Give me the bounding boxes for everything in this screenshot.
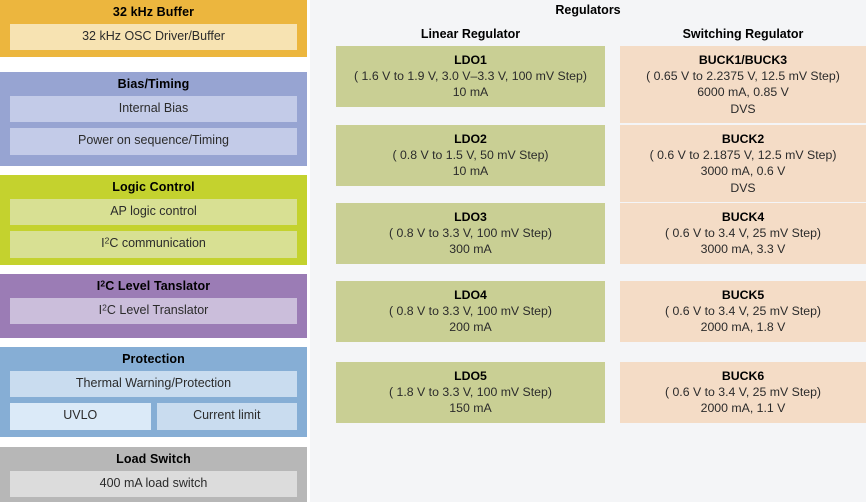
regulator-box-ldo1[interactable]: LDO1 ( 1.6 V to 1.9 V, 3.0 V–3.3 V, 100 m… [336,46,605,107]
regulator-spec-line: 6000 mA, 0.85 V [697,85,789,100]
block-item[interactable]: Current limit [156,403,297,430]
regulator-spec-line: 200 mA [449,320,492,335]
block-32khz-buffer: 32 kHz Buffer 32 kHz OSC Driver/Buffer [0,0,307,57]
superscript-two: 2 [100,278,106,289]
regulator-spec-line: 300 mA [449,242,492,257]
regulator-spec-line: ( 0.6 V to 3.4 V, 25 mV Step) [664,385,822,400]
regulator-name: LDO3 [454,210,487,224]
regulator-name: BUCK2 [721,132,765,146]
block-row: Internal Bias [10,95,297,123]
regulator-box-buck2[interactable]: BUCK2 ( 0.6 V to 2.1875 V, 12.5 mV Step)3… [620,125,866,202]
superscript-two: 2 [102,301,107,312]
regulator-name: LDO1 [454,53,487,67]
block-item[interactable]: I2C Level Translator [10,297,297,325]
regulator-box-ldo4[interactable]: LDO4 ( 0.8 V to 3.3 V, 100 mV Step)200 mA [336,281,605,342]
regulator-spec-line: ( 0.6 V to 3.4 V, 25 mV Step) [664,226,822,241]
regulator-spec-line: ( 0.6 V to 3.4 V, 25 mV Step) [664,304,822,319]
regulator-box-buck6[interactable]: BUCK6 ( 0.6 V to 3.4 V, 25 mV Step)2000 m… [620,362,866,423]
regulator-spec-line: ( 1.6 V to 1.9 V, 3.0 V–3.3 V, 100 mV St… [354,69,587,84]
regulator-spec-line: 10 mA [452,164,489,179]
regulator-spec-line: ( 0.6 V to 2.1875 V, 12.5 mV Step) [649,148,837,163]
regulator-spec-line: DVS [730,101,756,116]
regulator-box-ldo3[interactable]: LDO3 ( 0.8 V to 3.3 V, 100 mV Step)300 mA [336,203,605,264]
regulator-spec-line: DVS [730,180,756,195]
block-row: I2C communication [10,231,297,258]
regulator-name: BUCK4 [721,210,765,224]
regulator-spec-line: ( 0.8 V to 3.3 V, 100 mV Step) [389,304,552,319]
block-item[interactable]: Thermal Warning/Protection [10,370,297,398]
block-item[interactable]: 400 mA load switch [10,470,297,498]
superscript-two: 2 [104,235,110,246]
block-title-bias-timing: Bias/Timing [117,77,190,91]
regulator-spec-line: ( 0.65 V to 2.2375 V, 12.5 mV Step) [646,69,840,84]
block-title-load-switch: Load Switch [116,452,191,466]
block-item[interactable]: 32 kHz OSC Driver/Buffer [10,23,297,51]
block-row: 32 kHz OSC Driver/Buffer [10,23,297,51]
block-title-protection: Protection [122,352,185,366]
regulator-spec-line: 10 mA [452,85,489,100]
regulator-box-buck4[interactable]: BUCK4 ( 0.6 V to 3.4 V, 25 mV Step)3000 m… [620,203,866,264]
regulator-name: LDO5 [454,369,487,383]
regulator-spec-line: ( 0.8 V to 1.5 V, 50 mV Step) [392,148,549,163]
block-row: 400 mA load switch [10,470,297,498]
regulators-title: Regulators [555,3,621,17]
block-item[interactable]: Power on sequence/Timing [10,128,297,155]
regulator-spec-line: ( 1.8 V to 3.3 V, 100 mV Step) [389,385,552,400]
block-row: I2C Level Translator [10,297,297,325]
switching-regulator-header: Switching Regulator [682,27,804,41]
block-load-switch: Load Switch 400 mA load switch [0,447,307,502]
block-item[interactable]: AP logic control [10,198,297,226]
regulator-spec-line: ( 0.8 V to 3.3 V, 100 mV Step) [389,226,552,241]
block-title-logic-control: Logic Control [112,180,195,194]
regulator-spec-line: 2000 mA, 1.8 V [700,320,786,335]
regulator-box-ldo2[interactable]: LDO2 ( 0.8 V to 1.5 V, 50 mV Step)10 mA [336,125,605,186]
regulator-box-buck1-buck3[interactable]: BUCK1/BUCK3 ( 0.65 V to 2.2375 V, 12.5 mV… [620,46,866,123]
regulator-name: LDO2 [454,132,487,146]
regulator-spec-line: 3000 mA, 3.3 V [700,242,786,257]
regulator-name: BUCK6 [721,369,765,383]
regulator-spec-line: 2000 mA, 1.1 V [700,401,786,416]
regulator-name: BUCK5 [721,288,765,302]
block-title-i2c-level-translator: I2C Level Tanslator [96,278,211,293]
block-row: AP logic control [10,198,297,226]
regulator-spec-line: 3000 mA, 0.6 V [700,164,786,179]
regulators-panel: Regulators Linear Regulator Switching Re… [310,0,866,502]
linear-regulator-header: Linear Regulator [420,27,521,41]
block-item[interactable]: Internal Bias [10,95,297,123]
block-title-32khz-buffer: 32 kHz Buffer [112,5,195,19]
regulator-box-ldo5[interactable]: LDO5 ( 1.8 V to 3.3 V, 100 mV Step)150 mA [336,362,605,423]
regulator-name: LDO4 [454,288,487,302]
block-row: Thermal Warning/Protection [10,370,297,398]
block-item[interactable]: UVLO [10,403,151,430]
regulator-name: BUCK1/BUCK3 [698,53,788,67]
regulator-box-buck5[interactable]: BUCK5 ( 0.6 V to 3.4 V, 25 mV Step)2000 m… [620,281,866,342]
block-item[interactable]: I2C communication [10,231,297,258]
block-row: Power on sequence/Timing [10,128,297,155]
regulator-spec-line: 150 mA [449,401,492,416]
